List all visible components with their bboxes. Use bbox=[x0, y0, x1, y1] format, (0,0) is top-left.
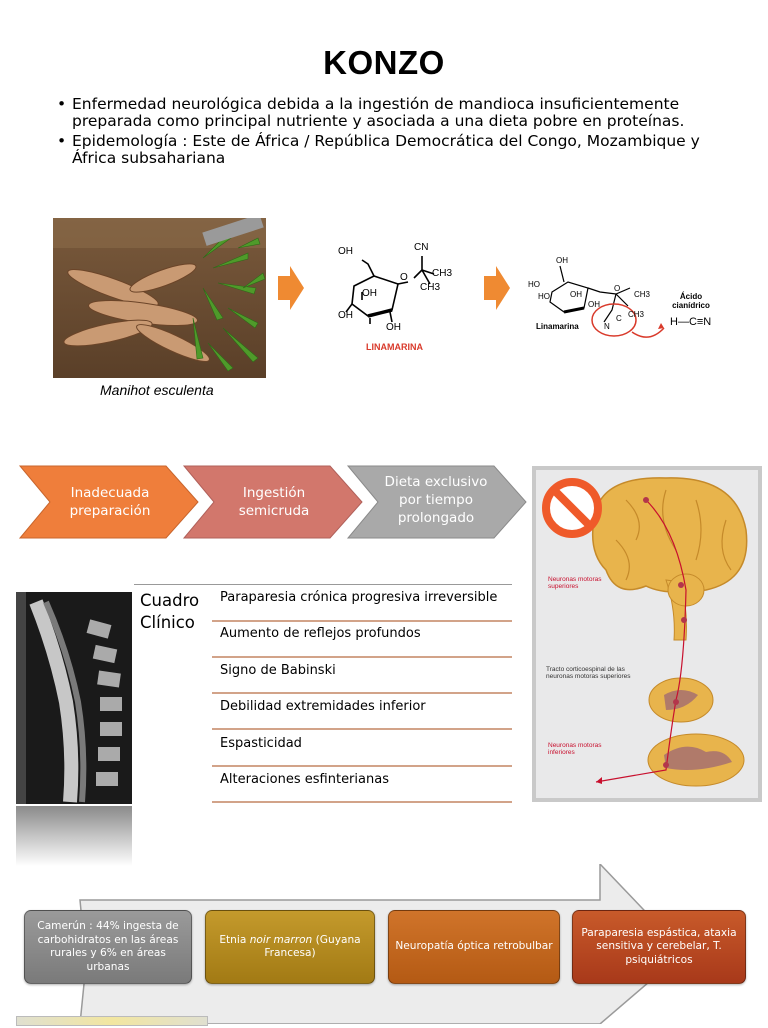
ch3-label: CH3 bbox=[420, 282, 441, 293]
tract-label: Tracto corticoespinal de las neuronas mo… bbox=[546, 666, 631, 680]
linamarina-label: LINAMARINA bbox=[366, 342, 423, 352]
guyana-text-before: Etnia bbox=[219, 933, 250, 946]
lower-motor-label: Neuronas motoras inferiores bbox=[548, 742, 602, 756]
timeline-box-cameroon: Camerún : 44% ingesta de carbohidratos e… bbox=[24, 910, 192, 984]
linamarin-structure: OH CN O CH3 CH3 OH OH OH LINAMARINA bbox=[322, 238, 472, 358]
motor-pathway-illustration: Neuronas motoras superiores Tracto corti… bbox=[532, 466, 762, 802]
symptom-item: Signo de Babinski bbox=[220, 663, 336, 678]
symptom-divider bbox=[212, 728, 512, 730]
oh-label: OH bbox=[570, 290, 582, 299]
arrow-right-icon bbox=[484, 266, 510, 314]
timeline-box-optic: Neuropatía óptica retrobulbar bbox=[388, 910, 560, 984]
acid-label: Ácido cianídrico bbox=[672, 292, 710, 310]
cn-label: CN bbox=[414, 242, 429, 253]
symptom-item: Espasticidad bbox=[220, 736, 302, 751]
bullet-definition: Enfermedad neurológica debida a la inges… bbox=[56, 96, 746, 130]
partial-image-bottom bbox=[16, 1016, 208, 1026]
oh-label: OH bbox=[556, 256, 568, 265]
chevron-step-1 bbox=[18, 465, 199, 539]
clinical-header-rule bbox=[134, 584, 512, 585]
o-label: O bbox=[400, 272, 408, 283]
hcn-reaction: OH HO HO OH OH O CH3 CH3 C N Linamarina … bbox=[524, 252, 724, 352]
step-label: Inadecuada preparación bbox=[69, 485, 151, 519]
linamarina-small-label: Linamarina bbox=[536, 322, 579, 331]
arrow-right-icon bbox=[278, 266, 304, 314]
upper-motor-label: Neuronas motoras superiores bbox=[548, 576, 602, 590]
ho-label: HO bbox=[528, 280, 540, 289]
ho-label: HO bbox=[538, 292, 550, 301]
chevron-step-3 bbox=[346, 465, 527, 539]
intro-bullets: Enfermedad neurológica debida a la inges… bbox=[56, 96, 746, 170]
ch3-label: CH3 bbox=[432, 268, 453, 279]
symptom-item: Debilidad extremidades inferior bbox=[220, 699, 426, 714]
symptom-item: Aumento de reflejos profundos bbox=[220, 626, 421, 641]
oh-label: OH bbox=[588, 300, 600, 309]
bullet-epidemiology: Epidemología : Este de África / Repúblic… bbox=[56, 133, 746, 167]
chevron-step-2 bbox=[182, 465, 363, 539]
c-label: C bbox=[616, 314, 622, 323]
process-chevrons: Inadecuada preparación Ingestión semicru… bbox=[18, 464, 530, 540]
mri-reflection bbox=[16, 806, 132, 866]
slide-title: KONZO bbox=[323, 44, 445, 81]
step-label: Ingestión semicruda bbox=[238, 485, 310, 519]
symptom-divider bbox=[212, 801, 512, 803]
symptom-divider bbox=[212, 656, 512, 658]
guyana-text-italic: noir marron bbox=[249, 933, 313, 946]
symptom-divider bbox=[212, 765, 512, 767]
ch3-label: CH3 bbox=[634, 290, 651, 299]
symptom-divider bbox=[212, 692, 512, 694]
cassava-photo bbox=[53, 214, 266, 378]
step-label: Dieta exclusivo por tiempo prolongado bbox=[384, 474, 488, 526]
oh-label: OH bbox=[338, 310, 353, 321]
oh-label: OH bbox=[362, 288, 377, 299]
hcn-formula: H—C≡N bbox=[670, 316, 712, 328]
symptom-item: Alteraciones esfinterianas bbox=[220, 772, 389, 787]
symptom-divider bbox=[212, 620, 512, 622]
ch3-label: CH3 bbox=[628, 310, 645, 319]
o-label: O bbox=[614, 284, 621, 293]
n-label: N bbox=[604, 322, 610, 331]
oh-label: OH bbox=[338, 246, 353, 257]
oh-label: OH bbox=[386, 322, 401, 333]
timeline-box-guyana: Etnia noir marron (Guyana Francesa) bbox=[205, 910, 375, 984]
timeline-box-paraparesis: Paraparesia espástica, ataxia sensitiva … bbox=[572, 910, 746, 984]
clinical-title: Cuadro Clínico bbox=[140, 591, 200, 632]
plant-caption: Manihot esculenta bbox=[100, 382, 214, 398]
guyana-text-after: (Guyana Francesa) bbox=[264, 933, 361, 960]
symptom-item: Paraparesia crónica progresiva irreversi… bbox=[220, 590, 498, 605]
spine-mri-image bbox=[16, 592, 132, 804]
